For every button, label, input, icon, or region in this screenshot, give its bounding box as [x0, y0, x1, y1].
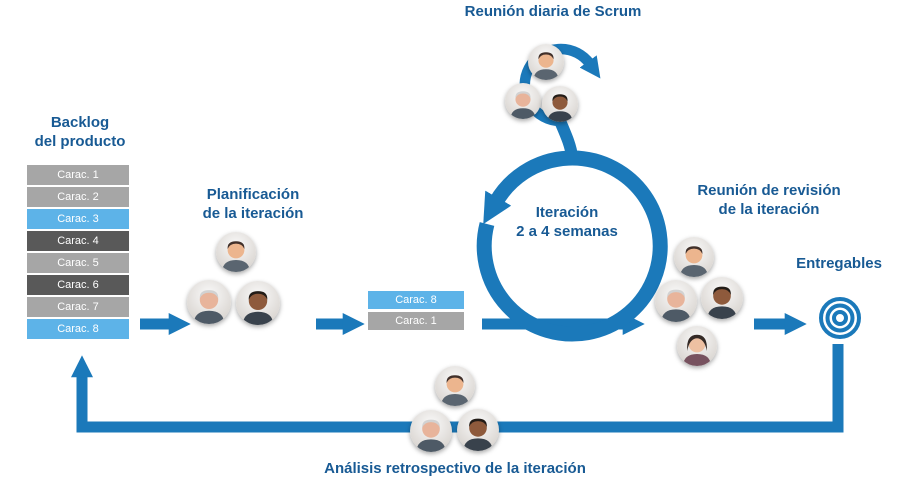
dark-skinned-man-avatar [457, 409, 499, 451]
iteration-spiral-arrow-icon [476, 150, 668, 342]
gray-hair-man-avatar [410, 410, 452, 452]
iteration-backlog-item: Carac. 8 [368, 291, 464, 309]
dark-skinned-man-avatar [542, 86, 578, 122]
iteration-backlog-item: Carac. 1 [368, 312, 464, 330]
backlog-item: Carac. 6 [27, 275, 129, 295]
woman-avatar [677, 326, 717, 366]
man-avatar [435, 366, 475, 406]
deliverables-rings-icon [819, 297, 861, 339]
dark-skinned-man-avatar [236, 281, 280, 325]
man-avatar [216, 232, 256, 272]
iteration-backlog-list: Carac. 8 Carac. 1 [368, 291, 464, 333]
man-avatar [528, 44, 564, 80]
product-backlog-list: Carac. 1 Carac. 2 Carac. 3 Carac. 4 Cara… [27, 165, 129, 341]
gray-hair-man-avatar [187, 280, 231, 324]
backlog-item: Carac. 7 [27, 297, 129, 317]
backlog-item: Carac. 1 [27, 165, 129, 185]
backlog-item: Carac. 8 [27, 319, 129, 339]
man-avatar [674, 237, 714, 277]
gray-hair-man-avatar [655, 280, 697, 322]
gray-hair-man-avatar [505, 83, 541, 119]
daily-scrum-label: Reunión diaria de Scrum [464, 3, 642, 20]
planning-label: Planificación de la iteración [202, 186, 304, 222]
deliverables-label: Entregables [796, 255, 882, 272]
backlog-item: Carac. 4 [27, 231, 129, 251]
review-label: Reunión de revisión de la iteración [697, 182, 841, 218]
dark-skinned-man-avatar [701, 277, 743, 319]
backlog-title: Backlog del producto [34, 114, 126, 150]
backlog-item: Carac. 2 [27, 187, 129, 207]
retrospective-label: Análisis retrospectivo de la iteración [324, 460, 586, 477]
backlog-item: Carac. 5 [27, 253, 129, 273]
backlog-item: Carac. 3 [27, 209, 129, 229]
iteration-label: Iteración 2 a 4 semanas [516, 204, 618, 240]
